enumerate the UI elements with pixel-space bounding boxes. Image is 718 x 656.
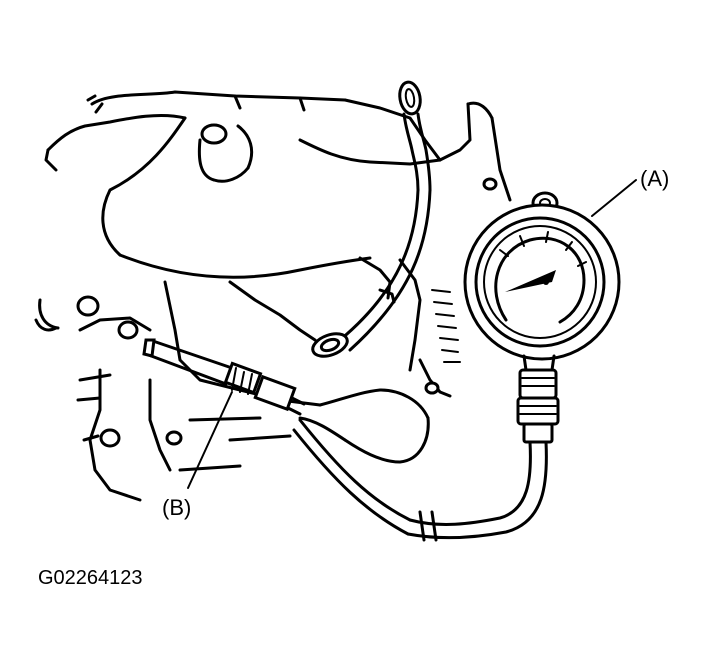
dipstick — [311, 80, 432, 358]
figure-id: G02264123 — [38, 567, 143, 589]
leader-lines — [187, 179, 637, 489]
gauge-hose — [292, 418, 548, 542]
pressure-gauge — [463, 191, 621, 444]
adapter-hose — [142, 338, 306, 416]
label-b: (B) — [162, 495, 191, 520]
engine-block — [34, 90, 512, 502]
label-a: (A) — [640, 166, 669, 191]
